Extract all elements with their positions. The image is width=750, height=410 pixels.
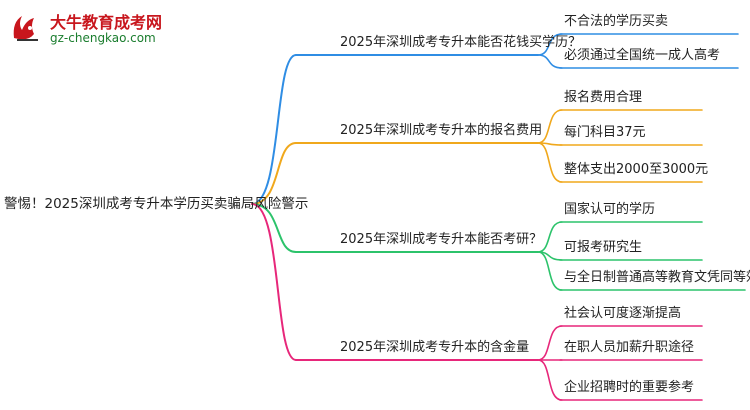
- leaf-label-2-1: 报名费用合理: [564, 90, 643, 105]
- branch-label-1: 2025年深圳成考专升本能否花钱买学历？: [340, 35, 582, 50]
- leaf-connector-1-2: [537, 54, 563, 69]
- branch-label-4: 2025年深圳成考专升本的含金量: [340, 340, 530, 355]
- leaf-label-3-3: 与全日制普通高等教育文凭同等效力: [564, 270, 750, 285]
- branch-connector-3: [251, 203, 297, 253]
- leaf-connector-2-3: [537, 142, 563, 183]
- branch-connector-2: [251, 142, 297, 205]
- branch-connector-4: [251, 203, 297, 361]
- logo-title: 大牛教育成考网: [50, 13, 163, 32]
- branch-label-3: 2025年深圳成考专升本能否考研？: [340, 232, 543, 247]
- leaf-label-4-2: 在职人员加薪升职途径: [564, 340, 695, 355]
- leaf-label-3-2: 可报考研究生: [564, 240, 643, 255]
- branch-connector-1: [251, 54, 297, 205]
- leaf-connector-4-1: [537, 325, 563, 361]
- leaf-connector-4-3: [537, 359, 563, 401]
- leaf-label-4-3: 企业招聘时的重要参考: [564, 380, 695, 395]
- logo-url: gz-chengkao.com: [50, 31, 156, 45]
- leaf-label-4-1: 社会认可度逐渐提高: [564, 306, 682, 321]
- leaf-label-2-2: 每门科目37元: [564, 125, 646, 140]
- leaf-label-2-3: 整体支出2000至3000元: [564, 162, 709, 177]
- root-topic: 警惕！2025深圳成考专升本学历买卖骗局风险警示: [4, 196, 309, 212]
- site-logo: 大牛教育成考网 gz-chengkao.com: [4, 4, 174, 52]
- leaf-connector-3-3: [537, 251, 563, 291]
- branch-label-2: 2025年深圳成考专升本的报名费用: [340, 123, 543, 138]
- leaf-label-1-2: 必须通过全国统一成人高考: [564, 48, 721, 63]
- leaf-label-3-1: 国家认可的学历: [564, 202, 656, 217]
- leaf-connector-2-1: [537, 109, 563, 144]
- leaf-connector-1-1: [537, 33, 563, 56]
- leaf-connector-3-1: [537, 221, 563, 253]
- leaf-label-1-1: 不合法的学历买卖: [564, 14, 669, 29]
- bull-logo-icon: [13, 16, 38, 41]
